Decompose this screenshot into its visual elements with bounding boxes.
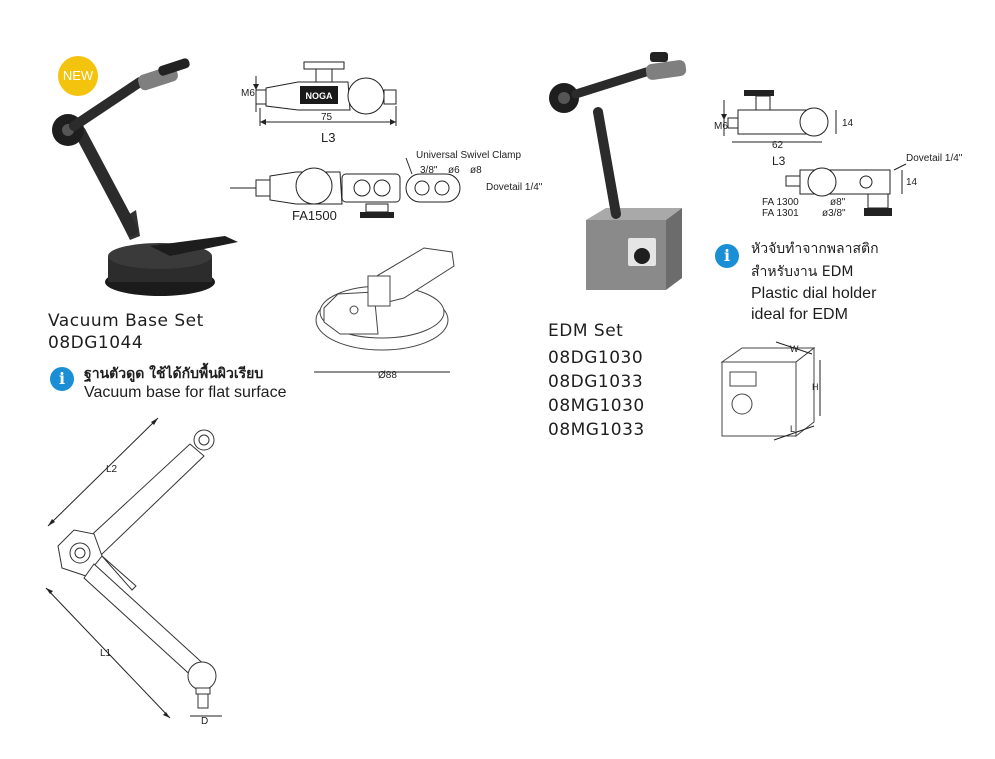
dim-3-8: 3/8": [420, 165, 438, 176]
holder-drawing: NOGA: [253, 61, 397, 126]
edm-info-icon: i: [715, 244, 739, 268]
dim-l3: L3: [321, 130, 336, 145]
dim-d: D: [201, 716, 208, 727]
vacuum-note-th: ฐานตัวดูด ใช้ได้กับพื้นผิวเรียบ: [84, 366, 264, 382]
dim-d8: ø8: [470, 165, 482, 176]
vacuum-set-code: 08DG1044: [48, 333, 144, 353]
edm-dim-fa1300: FA 1300: [762, 197, 799, 208]
edm-dim-fa1301: FA 1301: [762, 208, 799, 219]
info-icon: i: [50, 367, 74, 391]
arm-drawing: L2 L1 D: [45, 417, 222, 727]
swivel-clamp-drawing: [230, 157, 461, 218]
dim-l2: L2: [106, 464, 118, 475]
new-badge: NEW: [58, 56, 98, 96]
edm-clamp-drawing: [785, 163, 907, 216]
edm-set-title: EDM Set: [548, 321, 624, 341]
dim-h: H: [812, 382, 819, 392]
edm-code-1: 08DG1030: [548, 348, 644, 368]
edm-code-4: 08MG1033: [548, 420, 645, 440]
dim-d6: ø6: [448, 165, 460, 176]
vacuum-set-title: Vacuum Base Set: [48, 311, 204, 331]
edm-holder-drawing: [721, 90, 837, 143]
dim-75: 75: [321, 112, 333, 123]
edm-dim-14a: 14: [842, 118, 854, 129]
dim-fa1500: FA1500: [292, 208, 337, 223]
dim-l1: L1: [100, 648, 112, 659]
edm-dim-62: 62: [772, 140, 784, 151]
edm-note-th-2: สำหรับงาน EDM: [751, 264, 854, 280]
edm-dim-d8: ø8": [830, 197, 846, 208]
vacuum-note-en: Vacuum base for flat surface: [84, 384, 287, 401]
dim-l: L: [790, 424, 796, 434]
vacuum-set-photo: [52, 58, 238, 296]
magnetic-base-drawing: [720, 341, 821, 441]
edm-note-en-1: Plastic dial holder: [751, 285, 877, 302]
edm-dim-l3: L3: [772, 154, 786, 168]
edm-dim-dovetail: Dovetail 1/4": [906, 153, 963, 164]
edm-note-th-1: หัวจับทำจากพลาสติก: [751, 241, 879, 257]
edm-note-en-2: ideal for EDM: [751, 306, 848, 323]
dim-m6: M6: [241, 88, 255, 99]
noga-logo: NOGA: [306, 91, 334, 101]
edm-code-2: 08DG1033: [548, 372, 644, 392]
edm-set-photo: [549, 52, 687, 290]
edm-dim-m6: M6: [714, 121, 728, 132]
edm-dim-14b: 14: [906, 177, 918, 188]
edm-dim-d38: ø3/8": [822, 208, 846, 219]
dim-w: W: [790, 344, 799, 354]
vacuum-base-drawing: [314, 247, 455, 373]
dim-dovetail: Dovetail 1/4": [486, 182, 543, 193]
dim-d88: Ø88: [378, 370, 397, 381]
edm-code-3: 08MG1030: [548, 396, 645, 416]
dim-universal-clamp: Universal Swivel Clamp: [416, 150, 522, 161]
